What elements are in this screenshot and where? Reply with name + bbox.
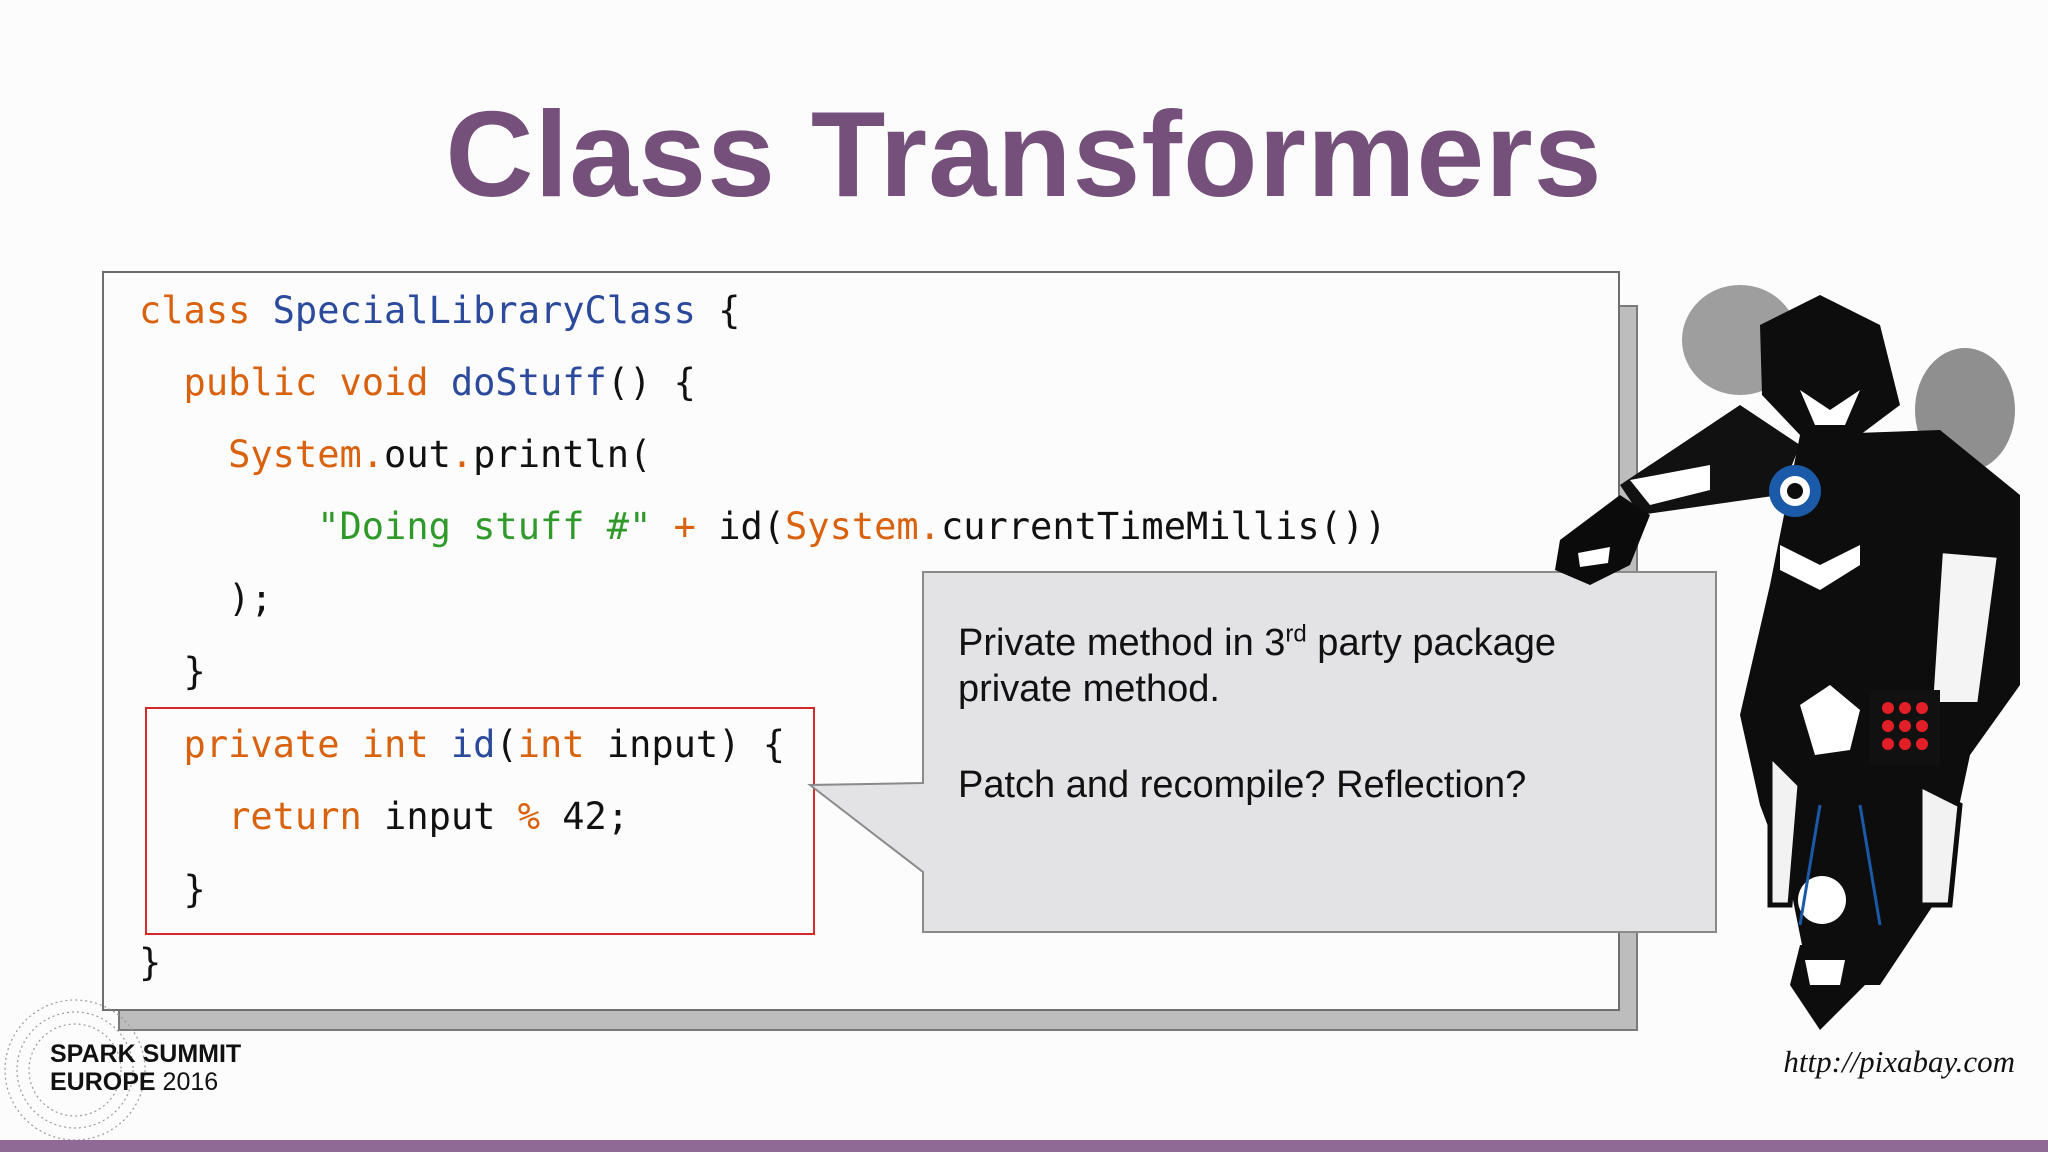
code-token: void	[339, 361, 451, 404]
code-token: }	[139, 868, 206, 911]
code-token: +	[651, 505, 719, 548]
code-token: }	[139, 941, 162, 984]
code-token: return	[139, 795, 385, 838]
code-line: }	[139, 941, 161, 985]
code-token: id(	[718, 505, 786, 548]
code-token: .	[450, 433, 474, 476]
code-line: "Doing stuff #" + id(System.currentTimeM…	[139, 505, 1386, 549]
code-token: out	[384, 433, 451, 476]
code-line: public void doStuff() {	[139, 361, 696, 405]
code-token: input	[384, 795, 518, 838]
callout-line-1: Private method in 3rd party package	[958, 620, 1557, 664]
code-token: (	[495, 723, 518, 766]
code-token: public	[139, 361, 340, 404]
code-line: );	[139, 577, 273, 621]
code-token: %	[517, 795, 563, 838]
slide-title: Class Transformers	[445, 86, 1603, 222]
code-line: }	[139, 650, 206, 694]
code-token: "Doing stuff #"	[317, 505, 652, 548]
logo-burst-graphic	[4, 999, 146, 1140]
code-token: }	[139, 650, 206, 693]
code-line: }	[139, 868, 206, 912]
image-credit: http://pixabay.com	[1783, 1044, 2015, 1079]
code-token: class	[139, 289, 273, 332]
code-token: int	[361, 723, 451, 766]
private-method-highlight	[145, 707, 815, 935]
code-token: 42;	[562, 795, 630, 838]
code-line: private int id(int input) {	[139, 723, 786, 767]
code-token: currentTimeMillis())	[940, 505, 1387, 548]
code-token: SpecialLibraryClass	[272, 289, 696, 332]
callout-line-3: Patch and recompile? Reflection?	[958, 764, 1527, 806]
code-token: int	[517, 723, 607, 766]
code-token: id	[450, 723, 496, 766]
code-line: System.out.println(	[139, 433, 651, 477]
robot-illustration	[1555, 285, 2020, 1030]
callout-line-2: private method.	[958, 668, 1220, 710]
code-token: .	[918, 505, 941, 548]
code-token: System	[785, 505, 919, 548]
code-token: private	[139, 723, 362, 766]
code-token: .	[361, 433, 385, 476]
code-token: input) {	[606, 723, 786, 766]
code-token: doStuff	[450, 361, 607, 404]
code-token: );	[139, 577, 273, 620]
code-token: {	[695, 289, 741, 332]
code-token: println(	[473, 433, 652, 476]
code-token: System	[139, 433, 362, 476]
code-line: return input % 42;	[139, 795, 629, 839]
spark-summit-logo: SPARK SUMMIT EUROPE 2016	[50, 1040, 242, 1096]
code-line: class SpecialLibraryClass {	[139, 289, 740, 333]
code-token: () {	[606, 361, 696, 404]
footer-bar	[0, 1140, 2048, 1152]
